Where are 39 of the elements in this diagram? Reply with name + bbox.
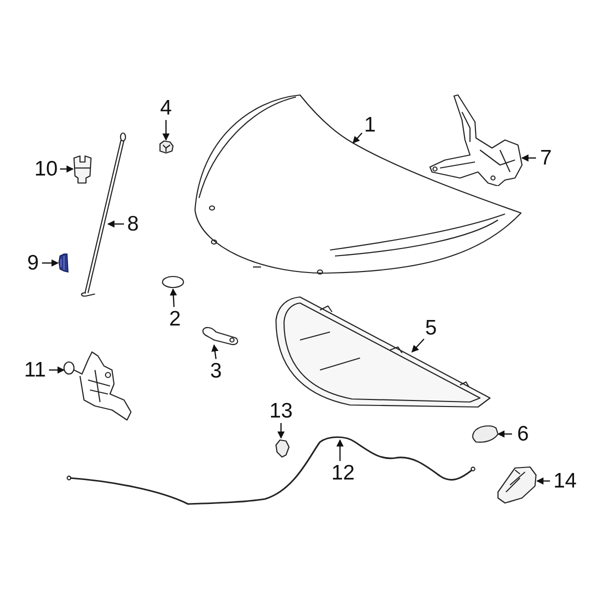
- leader-line: [277, 423, 285, 439]
- callout-number: 12: [331, 462, 355, 484]
- leader-line: [412, 338, 424, 353]
- leader-line: [107, 220, 124, 228]
- callout-number: 6: [517, 424, 529, 444]
- leader-line: [336, 439, 344, 461]
- callout-number: 14: [553, 470, 577, 492]
- callout-number: 4: [160, 98, 172, 118]
- callout-number: 2: [169, 308, 181, 330]
- callout-number: 13: [269, 400, 293, 422]
- grommet-drawing: [161, 275, 185, 289]
- bracket-drawing: [200, 326, 240, 346]
- callout-number: 11: [24, 360, 46, 380]
- support-rod-drawing: [80, 132, 126, 298]
- hinge-drawing: [428, 94, 523, 186]
- leader-line: [60, 165, 74, 173]
- callout-number: 3: [210, 360, 222, 382]
- clip-drawing: [274, 438, 291, 458]
- callout-number: 9: [27, 252, 39, 274]
- clip-drawing: [72, 154, 94, 184]
- leader-line: [49, 366, 65, 374]
- leader-line: [521, 154, 536, 162]
- callout-number: 5: [425, 318, 437, 338]
- cable-drawing: [66, 436, 478, 508]
- leader-line: [162, 120, 170, 141]
- plug-drawing: [58, 253, 70, 273]
- clip-drawing: [470, 424, 498, 444]
- callout-number: 10: [34, 158, 58, 180]
- lock-drawing: [495, 465, 538, 505]
- leader-line: [352, 132, 362, 144]
- leader-line: [170, 288, 177, 308]
- leader-line: [211, 344, 218, 360]
- callout-number: 7: [540, 148, 552, 168]
- leader-line: [42, 259, 59, 267]
- leader-line: [536, 477, 550, 485]
- clip-drawing: [158, 140, 174, 154]
- callout-number: 1: [364, 114, 376, 136]
- callout-number: 8: [127, 214, 139, 234]
- leader-line: [497, 430, 512, 438]
